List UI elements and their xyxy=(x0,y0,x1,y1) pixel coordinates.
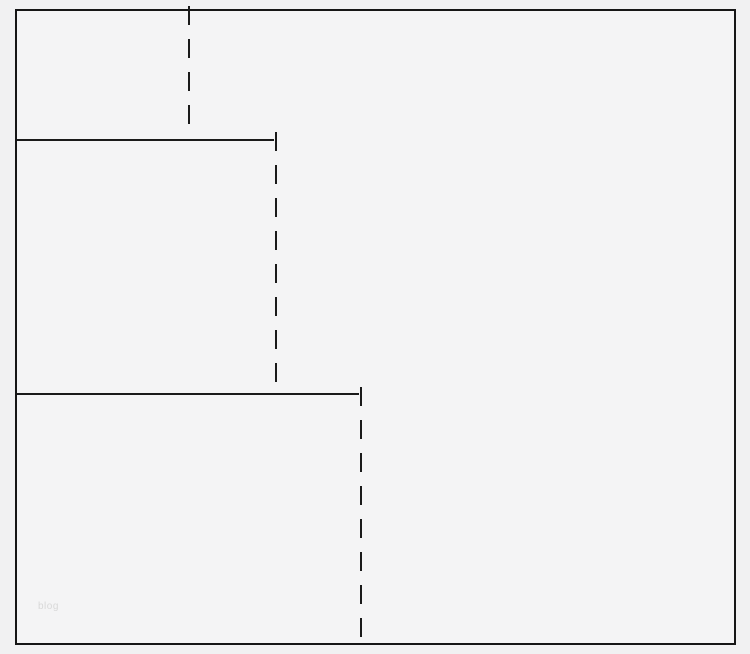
watermark-text: blog xyxy=(38,601,59,612)
outer-frame xyxy=(15,9,736,645)
